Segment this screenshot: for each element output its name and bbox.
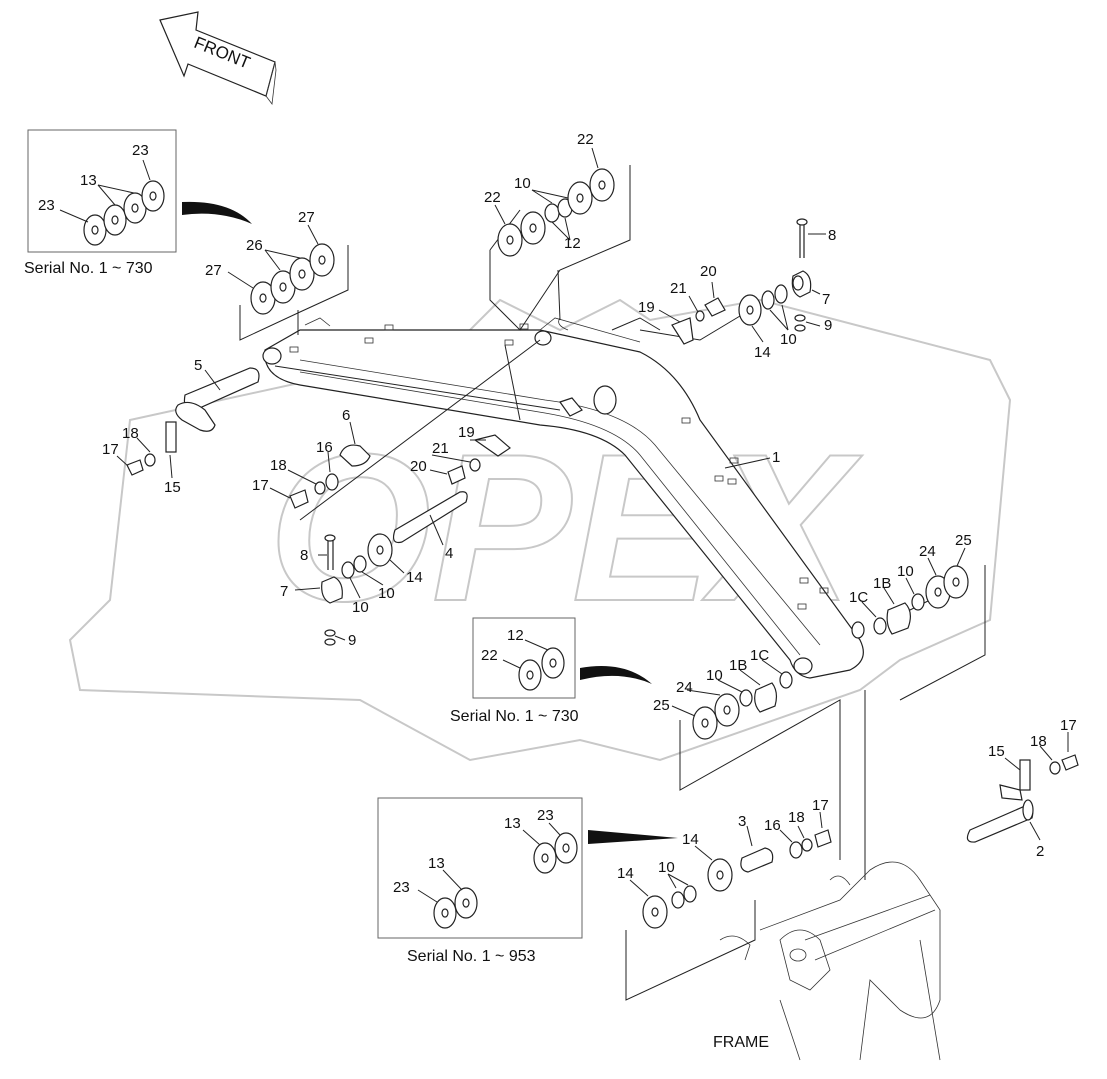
callout-16: 16 (764, 817, 781, 834)
callout-14: 14 (754, 344, 771, 361)
callout-9: 9 (824, 317, 832, 334)
callout-24: 24 (676, 679, 693, 696)
callout-21: 21 (432, 440, 449, 457)
callout-19: 19 (458, 424, 475, 441)
callout-20: 20 (700, 263, 717, 280)
washer-group-top (497, 168, 615, 257)
callout-label: 13 (428, 855, 445, 872)
inset-caption: Serial No. 1 ~ 953 (407, 948, 536, 965)
pin-4 (392, 491, 468, 544)
callout-label: 23 (537, 807, 554, 824)
inset-serial-730-mid: 22 12 (472, 617, 576, 699)
inset-caption: Serial No. 1 ~ 730 (24, 260, 153, 277)
callout-14: 14 (617, 865, 634, 882)
callout-label: 23 (132, 142, 149, 159)
callout-10: 10 (897, 563, 914, 580)
callout-26: 26 (246, 237, 263, 254)
pin-6-group (289, 397, 583, 509)
frame (719, 861, 941, 1061)
callout-9: 9 (348, 632, 356, 649)
callout-27: 27 (205, 262, 222, 279)
callout-10: 10 (352, 599, 369, 616)
callout-label: 13 (504, 815, 521, 832)
callout-22: 22 (484, 189, 501, 206)
callout-6: 6 (342, 407, 350, 424)
callout-10: 10 (658, 859, 675, 876)
washer-group-26-27 (250, 243, 335, 315)
callout-14: 14 (406, 569, 423, 586)
callout-label: 13 (80, 172, 97, 189)
inset-serial-953: 13 23 13 23 (377, 797, 583, 939)
callout-1: 1 (772, 449, 780, 466)
callout-17: 17 (812, 797, 829, 814)
leader-lines (239, 165, 986, 1001)
callout-label: 23 (38, 197, 55, 214)
callout-labels: 22 10 22 12 27 26 27 8 7 9 20 21 19 14 1… (102, 131, 1077, 882)
inset-caption: Serial No. 1 ~ 730 (450, 708, 579, 725)
callout-label: 23 (393, 879, 410, 896)
pin-3-group (642, 829, 832, 929)
callout-label: 22 (481, 647, 498, 664)
callout-7: 7 (280, 583, 288, 600)
callout-16: 16 (316, 439, 333, 456)
inset-pointer-arrow (182, 201, 252, 224)
callout-10: 10 (378, 585, 395, 602)
callout-18: 18 (270, 457, 287, 474)
callout-8: 8 (300, 547, 308, 564)
washer-group-left (321, 533, 393, 646)
callout-1C: 1C (849, 589, 868, 606)
boom-arm (262, 317, 865, 679)
callout-10: 10 (514, 175, 531, 192)
callout-10: 10 (780, 331, 797, 348)
pin-2-group (966, 754, 1079, 843)
callout-label: 12 (507, 627, 524, 644)
callout-21: 21 (670, 280, 687, 297)
washer-group-right-lower (873, 565, 969, 635)
callout-1B: 1B (873, 575, 891, 592)
callout-22: 22 (577, 131, 594, 148)
callout-12: 12 (564, 235, 581, 252)
callout-15: 15 (164, 479, 181, 496)
callout-2: 2 (1036, 843, 1044, 860)
callout-25: 25 (653, 697, 670, 714)
inset-serial-730-top: 23 13 23 (27, 129, 177, 253)
callout-1B: 1B (729, 657, 747, 674)
callout-17: 17 (252, 477, 269, 494)
callout-15: 15 (988, 743, 1005, 760)
callout-17: 17 (1060, 717, 1077, 734)
washer-group-bottom (692, 671, 793, 740)
inset-pointer-arrow (588, 830, 678, 844)
callout-18: 18 (788, 809, 805, 826)
callout-leaders (116, 147, 1069, 897)
callout-19: 19 (638, 299, 655, 316)
callout-24: 24 (919, 543, 936, 560)
callout-3: 3 (738, 813, 746, 830)
callout-8: 8 (828, 227, 836, 244)
pin-5 (126, 367, 260, 476)
callout-18: 18 (1030, 733, 1047, 750)
callout-20: 20 (410, 458, 427, 475)
callout-14: 14 (682, 831, 699, 848)
callout-27: 27 (298, 209, 315, 226)
front-arrow: FRONT (159, 11, 277, 106)
callout-17: 17 (102, 441, 119, 458)
callout-5: 5 (194, 357, 202, 374)
callout-1C: 1C (750, 647, 769, 664)
callout-25: 25 (955, 532, 972, 549)
callout-18: 18 (122, 425, 139, 442)
frame-caption: FRAME (713, 1034, 769, 1051)
washer-group-right (671, 218, 812, 345)
callout-4: 4 (445, 545, 453, 562)
callout-7: 7 (822, 291, 830, 308)
callout-10: 10 (706, 667, 723, 684)
inset-pointer-arrow (580, 666, 652, 684)
